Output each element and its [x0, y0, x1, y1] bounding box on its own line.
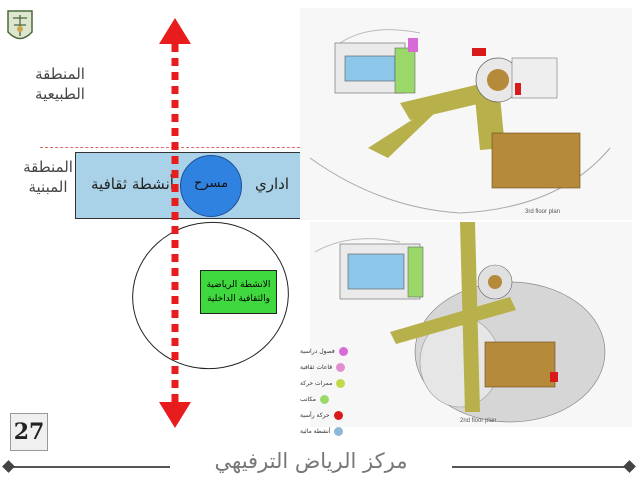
- legend-label: فصول دراسية: [300, 347, 335, 355]
- sports-box-line2: والثقافية الداخلية: [207, 294, 270, 304]
- natural-zone-line1: المنطقة: [35, 65, 85, 83]
- slide-number: 27: [10, 413, 48, 451]
- sports-box-line1: الانشطة الرياضية: [206, 280, 271, 290]
- diamond-right-icon: [623, 460, 636, 473]
- legend-item: ممرات حركة: [300, 375, 370, 391]
- logo-emblem-icon: [7, 10, 33, 40]
- legend-item: أنشطة مائية: [300, 423, 370, 439]
- third-floor-plan: 3rd floor plan: [300, 8, 632, 220]
- arrow-head-down-icon: [159, 402, 191, 428]
- legend-label: أنشطة مائية: [300, 427, 331, 435]
- legend-swatch: [319, 394, 329, 404]
- natural-zone-line2: الطبيعية: [35, 85, 85, 103]
- legend: فصول دراسية قاعات ثقافية ممرات حركة مكات…: [300, 343, 370, 439]
- built-zone-label: المنطقة المبنية: [18, 157, 78, 197]
- legend-item: فصول دراسية: [300, 343, 370, 359]
- bottom-plan-caption: 2nd floor plan: [460, 418, 496, 424]
- legend-label: قاعات ثقافية: [300, 363, 333, 371]
- diamond-left-icon: [2, 460, 15, 473]
- natural-zone-label: المنطقة الطبيعية: [30, 64, 90, 104]
- legend-swatch: [336, 378, 346, 388]
- legend-item: حركة رأسية: [300, 407, 370, 423]
- sports-activities-box: الانشطة الرياضية والثقافية الداخلية: [200, 270, 277, 314]
- legend-label: مكاتب: [300, 395, 316, 403]
- second-floor-plan: 2nd floor plan: [310, 222, 632, 427]
- vertical-axis-arrow: [159, 18, 191, 428]
- legend-swatch: [338, 346, 348, 356]
- built-zone-line1: المنطقة: [23, 158, 73, 176]
- culture-activities-label: + أنشطة ثقافية: [91, 175, 192, 193]
- legend-label: حركة رأسية: [300, 411, 330, 419]
- legend-item: قاعات ثقافية: [300, 359, 370, 375]
- legend-swatch: [336, 362, 346, 372]
- arrow-head-up-icon: [159, 18, 191, 44]
- pool-area: [344, 55, 396, 82]
- admin-label: اداري: [255, 175, 289, 193]
- footer-title: مركز الرياض الترفيهي: [170, 449, 452, 473]
- legend-swatch: [334, 426, 344, 436]
- top-plan-caption: 3rd floor plan: [525, 209, 560, 215]
- theater-label: مسرح: [193, 176, 229, 191]
- legend-item: مكاتب: [300, 391, 370, 407]
- legend-swatch: [333, 410, 343, 420]
- theater-oval: مسرح: [180, 155, 242, 217]
- built-zone-line2: المبنية: [28, 178, 68, 196]
- building-block: [491, 132, 581, 189]
- legend-label: ممرات حركة: [300, 379, 333, 387]
